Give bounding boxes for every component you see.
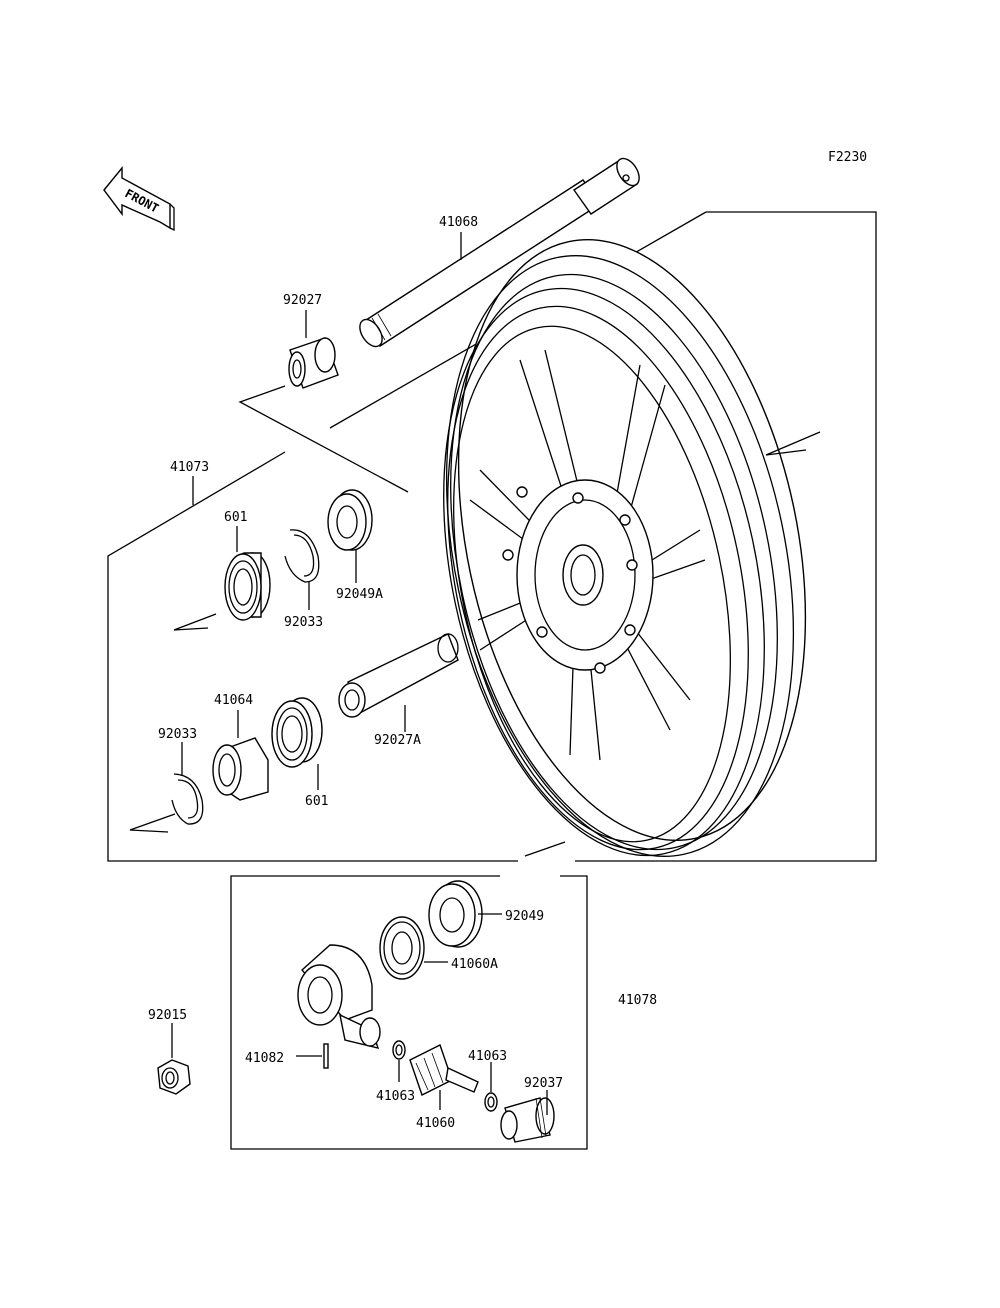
part-label-41060A: 41060A [451, 957, 498, 972]
part-label-41063-a: 41063 [376, 1089, 415, 1104]
collar-part [288, 337, 339, 389]
part-label-601-a: 601 [224, 510, 247, 525]
axle-part [359, 157, 640, 348]
part-label-92049A: 92049A [336, 587, 383, 602]
part-label-41068: 41068 [439, 215, 478, 230]
oil-seal-a-part [327, 489, 373, 551]
diagram-code: F2230 [828, 150, 867, 165]
part-label-41082: 41082 [245, 1051, 284, 1066]
part-label-41078: 41078 [618, 993, 657, 1008]
part-label-41064: 41064 [214, 693, 253, 708]
bearing-upper-part [224, 552, 271, 621]
front-arrow-icon: FRONT [103, 166, 175, 232]
axle-nut-part [157, 1059, 191, 1095]
part-label-41060: 41060 [416, 1116, 455, 1131]
wheel-assembly-outline [575, 211, 877, 862]
part-label-92033-a: 92033 [284, 615, 323, 630]
washer-a-part [392, 1040, 406, 1060]
part-label-92027: 92027 [283, 293, 322, 308]
part-label-92049: 92049 [505, 909, 544, 924]
washer-b-part [484, 1092, 498, 1112]
circlip-upper-part [284, 529, 320, 583]
part-label-92033-b: 92033 [158, 727, 197, 742]
distance-collar-part [338, 633, 459, 718]
front-wheel-part [443, 238, 807, 857]
part-label-92015: 92015 [148, 1008, 187, 1023]
drive-gear-part [379, 916, 425, 980]
pin-part [323, 1043, 329, 1069]
pinion-part [409, 1044, 479, 1096]
part-label-41063-b: 41063 [468, 1049, 507, 1064]
part-label-92037: 92037 [524, 1076, 563, 1091]
bearing-lower-part [271, 697, 323, 768]
part-label-601-b: 601 [305, 794, 328, 809]
bushing-part [500, 1097, 555, 1143]
spacer-part [212, 737, 269, 801]
speedo-gear-box-outline [230, 875, 588, 1150]
circlip-lower-part [171, 773, 204, 825]
part-label-92027A: 92027A [374, 733, 421, 748]
oil-seal-part [428, 880, 483, 948]
part-label-41073: 41073 [170, 460, 209, 475]
gear-housing-part [297, 944, 381, 1049]
